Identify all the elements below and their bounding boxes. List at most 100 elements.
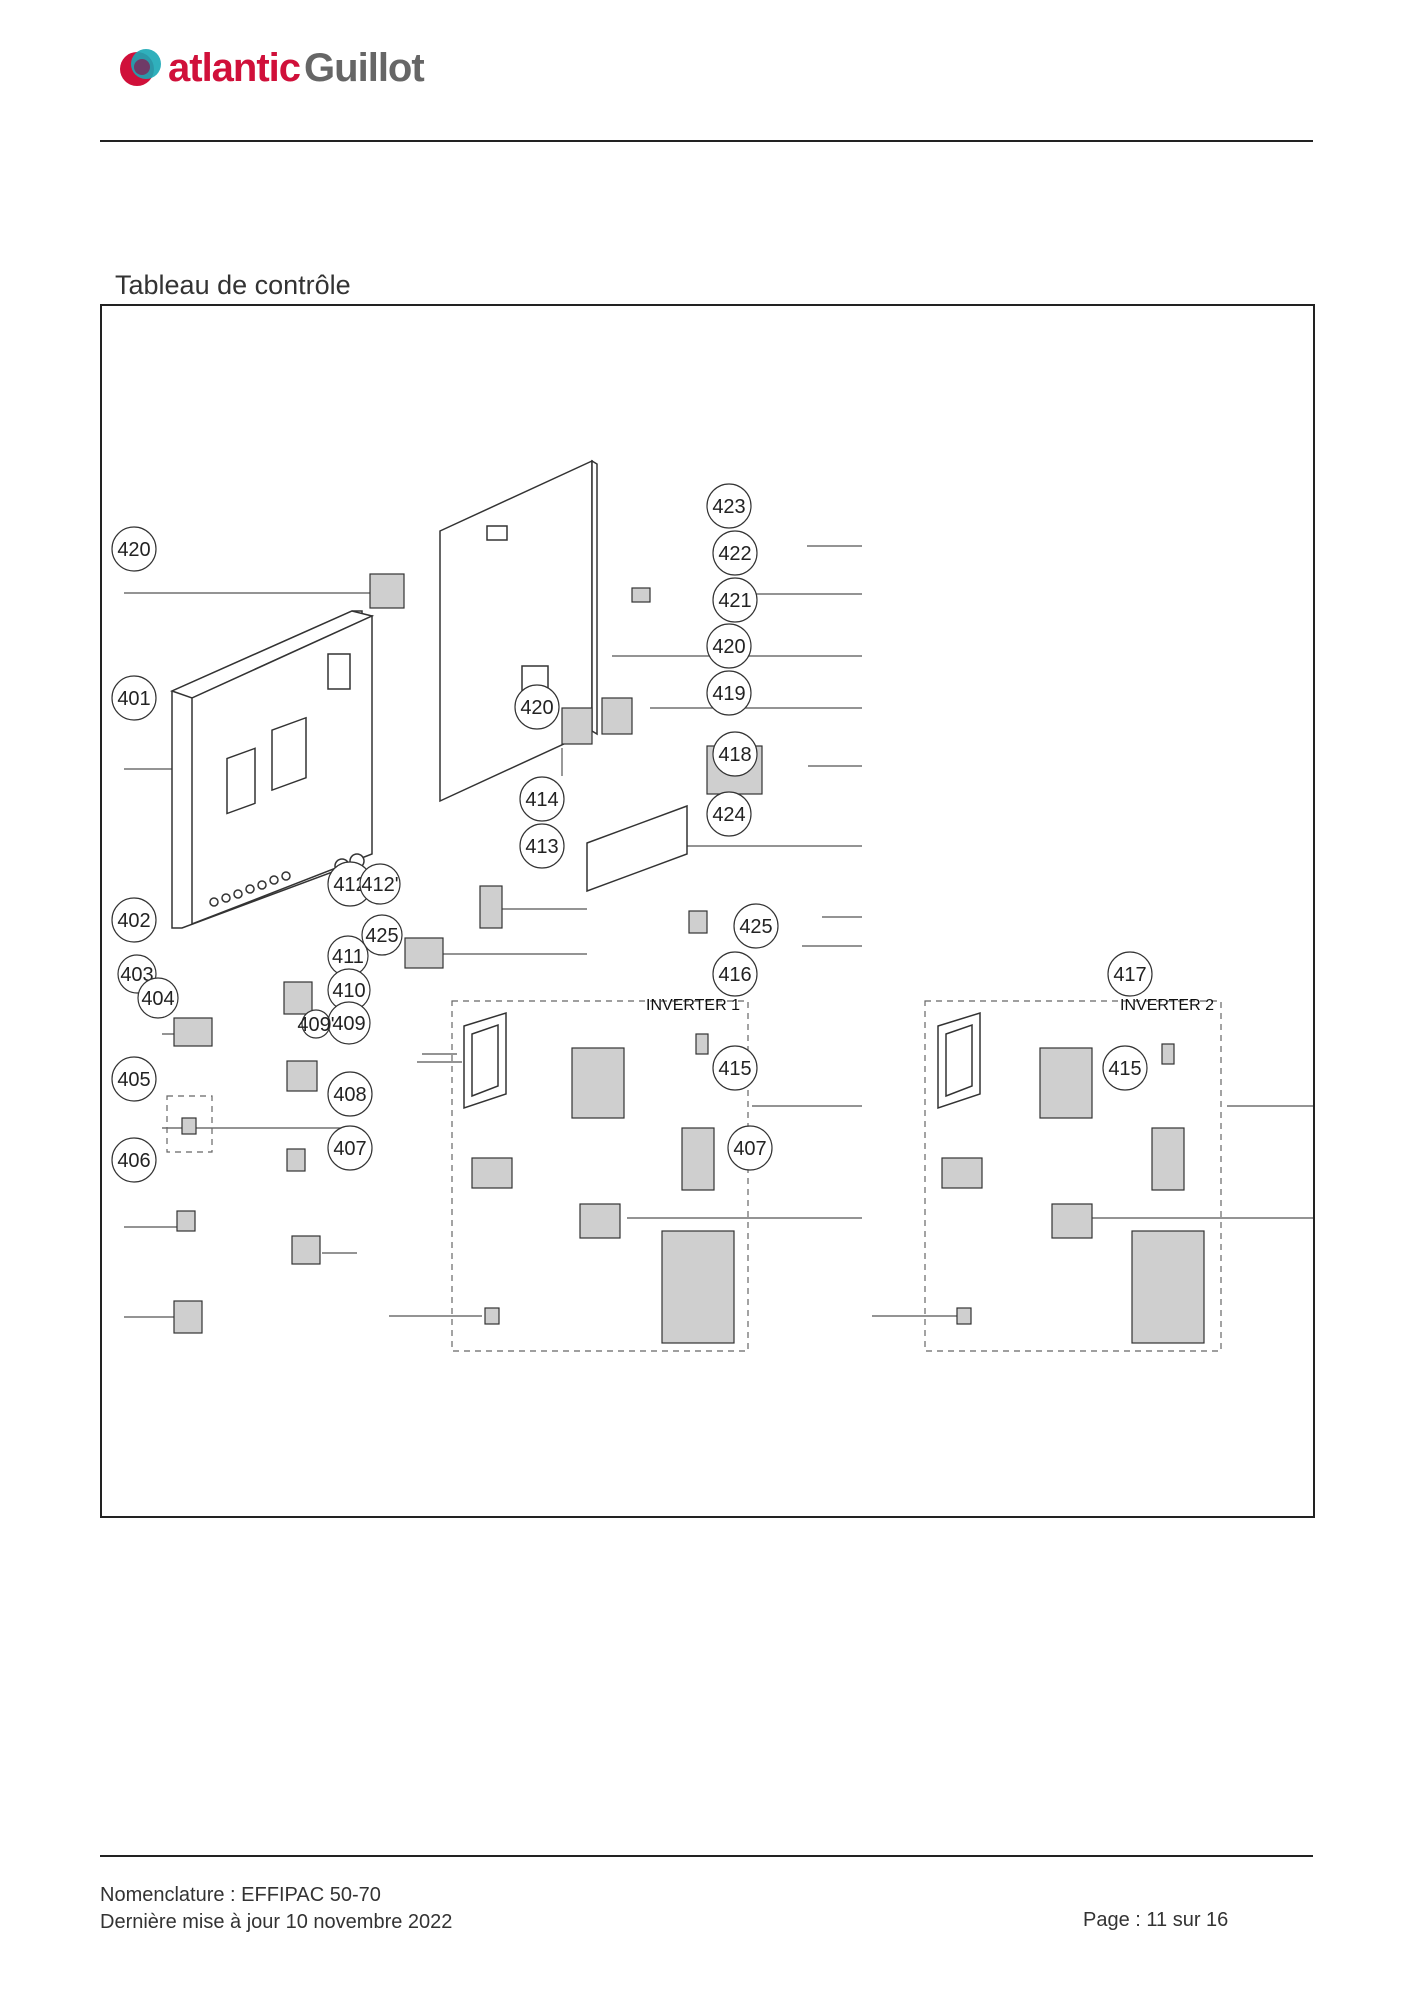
callout-label: 409 <box>332 1013 365 1035</box>
callout-label: 410 <box>332 980 365 1002</box>
logo-guillot: Guillot <box>304 46 425 90</box>
callout-circle <box>706 623 752 669</box>
footer-last-update: Dernière mise à jour 10 novembre 2022 <box>100 1911 453 1933</box>
board-part <box>173 1300 203 1334</box>
callout-label: 411 <box>332 946 364 968</box>
callout-420: 420 <box>111 526 157 572</box>
power-supply-part <box>479 885 503 929</box>
callout-405: 405 <box>111 1056 157 1102</box>
callout-418: 418 <box>712 731 758 777</box>
callout-425: 425 <box>733 903 779 949</box>
contactor-part <box>286 1060 318 1092</box>
callout-circle <box>111 526 157 572</box>
section-title: Tableau de contrôle <box>115 270 351 300</box>
fan-grille-part <box>369 573 405 609</box>
callout-label: 401 <box>117 688 150 710</box>
logo-mark-icon <box>120 49 161 86</box>
callout-label: 413 <box>525 836 558 858</box>
callout-label: 418 <box>718 744 751 766</box>
callout-412p: 412' <box>359 863 401 905</box>
callout-circle <box>111 1137 157 1183</box>
callout-402: 402 <box>111 897 157 943</box>
callout-409: 409 <box>327 1001 371 1045</box>
filter-grille-part <box>601 697 633 735</box>
callout-424: 424 <box>706 791 752 837</box>
callout-circle <box>1102 1045 1148 1091</box>
callout-label: 407 <box>333 1138 366 1160</box>
callout-circle <box>359 863 401 905</box>
callout-circle <box>706 791 752 837</box>
fuse-part <box>176 1210 196 1232</box>
footer-nomenclature: Nomenclature : EFFIPAC 50-70 <box>100 1884 381 1906</box>
footer-page-number: Page : 11 sur 16 <box>1083 1909 1229 1931</box>
callout-422: 422 <box>712 530 758 576</box>
callout-415: 415 <box>712 1045 758 1091</box>
callout-label: 412' <box>361 874 398 896</box>
enclosure-box-part <box>586 804 688 893</box>
callout-404: 404 <box>137 977 179 1019</box>
inverter-1-label: INVERTER 1 <box>646 997 740 1014</box>
door-panel-part <box>439 459 598 803</box>
callout-circle <box>706 670 752 716</box>
callout-label: 420 <box>520 697 553 719</box>
callout-circle <box>301 1009 331 1039</box>
terminal-block-part <box>404 937 444 969</box>
callout-label: 412 <box>333 874 366 896</box>
callout-label: 407 <box>733 1138 766 1160</box>
callout-circle <box>361 914 403 956</box>
callout-label: 417 <box>1113 964 1146 986</box>
callout-circle <box>706 483 752 529</box>
callout-label: 420 <box>712 636 745 658</box>
relay-part <box>688 910 708 934</box>
callout-label: 406 <box>117 1150 150 1172</box>
callout-label: 422 <box>718 543 751 565</box>
callout-420: 420 <box>514 684 560 730</box>
callout-label: 408 <box>333 1084 366 1106</box>
inverter-2-label: INVERTER 2 <box>1120 997 1214 1014</box>
filter-grille-part <box>561 707 593 745</box>
callout-circle <box>327 1071 373 1117</box>
callout-label: 424 <box>712 804 745 826</box>
header-divider <box>100 140 1313 142</box>
callout-421: 421 <box>712 577 758 623</box>
footer-info: Nomenclature : EFFIPAC 50-70 Dernière mi… <box>100 1882 452 1936</box>
callout-410: 410 <box>327 968 371 1012</box>
callout-408: 408 <box>327 1071 373 1117</box>
callout-label: 415 <box>718 1058 751 1080</box>
callout-420: 420 <box>706 623 752 669</box>
callout-layer: 420401402403404405406412412'425411410409… <box>111 483 1153 1183</box>
logo-atlantic: atlantic <box>168 46 301 90</box>
callout-407: 407 <box>727 1125 773 1171</box>
callout-label: 421 <box>718 590 751 612</box>
callout-423: 423 <box>706 483 752 529</box>
leader-lines <box>124 545 1313 1318</box>
fuse-holder-outline <box>166 1095 213 1153</box>
inverter-2-group: INVERTER 2 <box>924 997 1222 1352</box>
fuse-part <box>181 1117 197 1135</box>
callout-419: 419 <box>706 670 752 716</box>
callout-circle <box>111 897 157 943</box>
callout-circle <box>712 731 758 777</box>
inverter-1-group: INVERTER 1 <box>451 997 749 1352</box>
callout-circle <box>712 577 758 623</box>
callout-circle <box>712 951 758 997</box>
callout-414: 414 <box>519 776 565 822</box>
callout-circle <box>514 684 560 730</box>
callout-label: 402 <box>117 910 150 932</box>
display-part <box>631 587 651 603</box>
callout-circle <box>137 977 179 1019</box>
callout-label: 415 <box>1108 1058 1141 1080</box>
callout-407: 407 <box>327 1125 373 1171</box>
callout-circle <box>519 823 565 869</box>
contactor-part <box>283 981 313 1015</box>
callout-circle <box>519 776 565 822</box>
footer-divider <box>100 1855 1313 1857</box>
cabinet-part <box>169 610 375 929</box>
callout-412: 412 <box>327 861 373 907</box>
callout-circle <box>1107 951 1153 997</box>
callout-label: 405 <box>117 1069 150 1091</box>
callout-label: 425 <box>739 916 772 938</box>
